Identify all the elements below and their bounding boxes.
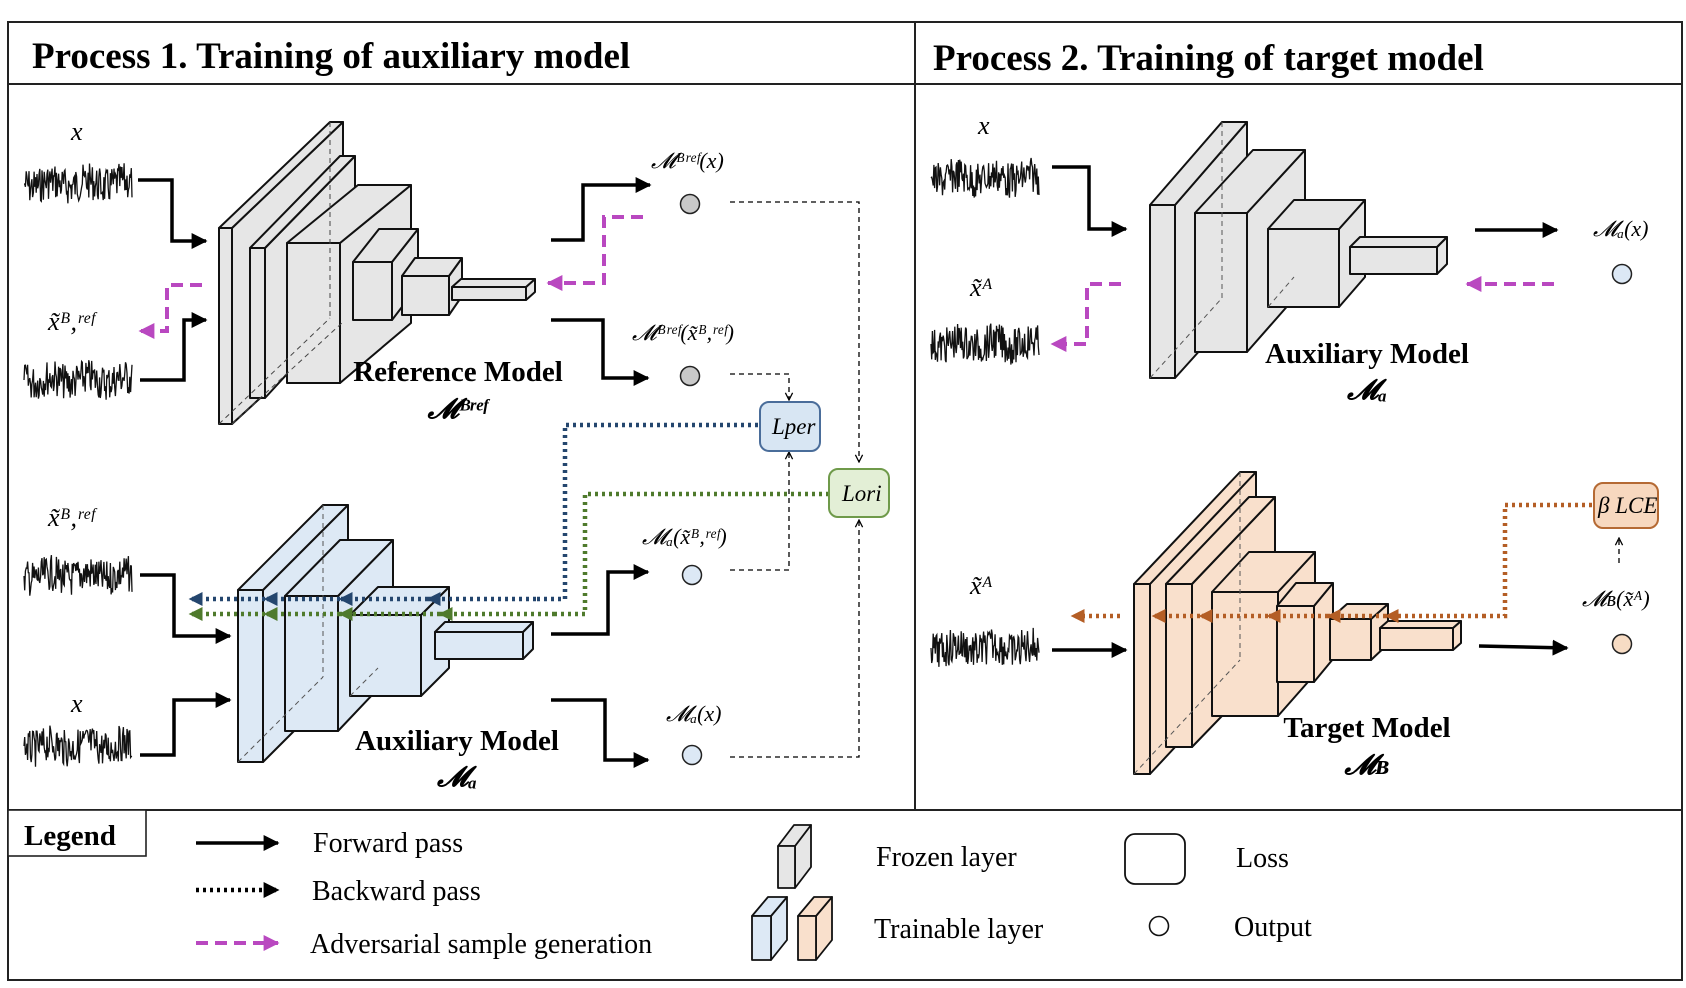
- gradient-arrows-lce: [1070, 502, 1592, 623]
- legend-trainable-blue-icon: [751, 896, 788, 961]
- label-ref-adv: 𝓜ᴮʳᵉᶠ(x̃ᴮ,ʳᵉᶠ): [632, 320, 734, 345]
- label-target-adv: 𝓜ʙ(x̃ᴬ): [1582, 586, 1650, 611]
- reference-model-name: Reference Model: [353, 356, 563, 388]
- legend-frozen-label: Frozen layer: [876, 842, 1017, 873]
- legend-forward-label: Forward pass: [313, 828, 463, 859]
- target-model-name: Target Model: [1283, 712, 1450, 744]
- label-xadv-p1-top: x̃ᴮ,ʳᵉᶠ: [47, 307, 98, 336]
- label-ref-clean: 𝓜ᴮʳᵉᶠ(x): [651, 148, 724, 173]
- label-x-p1-top: x: [70, 117, 83, 146]
- reference-model-symbol: 𝓜ᴮʳᵉᶠ: [427, 394, 492, 425]
- label-aux-clean: 𝓜ₐ(x): [666, 701, 722, 726]
- legend-backward-label: Backward pass: [312, 876, 481, 907]
- output-aux-clean: [681, 744, 703, 766]
- label-aux-adv: 𝓜ₐ(x̃ᴮ,ʳᵉᶠ): [642, 524, 727, 549]
- auxiliary-model-name-p2: Auxiliary Model: [1265, 338, 1469, 370]
- adversarial-arrows: [138, 215, 1554, 352]
- legend-loss-label: Loss: [1236, 843, 1289, 874]
- label-x-p2: x: [977, 111, 990, 140]
- output-aux-clean-p2: [1611, 263, 1633, 285]
- legend-title-box: [7, 809, 147, 857]
- target-model-symbol: 𝓜ʙ: [1343, 750, 1389, 781]
- legend-adversarial-label: Adversarial sample generation: [310, 929, 652, 960]
- legend-output-label: Output: [1234, 912, 1312, 943]
- signal-xadv-p2-bottom: [930, 627, 1040, 667]
- legend-trainable-orange-icon: [797, 896, 833, 961]
- signal-x-p1-bottom: [23, 725, 133, 767]
- loss-box-lper: [759, 401, 821, 452]
- gradient-arrows-lper: [188, 422, 758, 606]
- label-x-p1-bottom: x: [70, 689, 83, 718]
- label-xadv-p2-bottom: x̃ᴬ: [969, 571, 993, 600]
- legend-title: Legend: [24, 820, 116, 852]
- auxiliary-model-layers-p1: [237, 504, 534, 763]
- loss-label-lce: β LCE: [1597, 493, 1657, 518]
- label-aux-clean-p2: 𝓜ₐ(x): [1593, 216, 1649, 241]
- label-xadv-p1-bottom: x̃ᴮ,ʳᵉᶠ: [47, 503, 98, 532]
- auxiliary-model-name-p1: Auxiliary Model: [355, 725, 559, 757]
- legend-frame: [7, 809, 1683, 981]
- input-signals: [23, 157, 1040, 767]
- loss-connectors: [730, 201, 1619, 758]
- signal-xadv-p1-bottom: [23, 555, 133, 596]
- output-ref-clean: [679, 193, 701, 215]
- target-model-hidden-edges: [1133, 472, 1241, 775]
- auxiliary-model-symbol-p1: 𝓜ₐ: [436, 762, 477, 793]
- loss-box-lori: [828, 468, 890, 518]
- output-target-adv: [1611, 633, 1633, 655]
- loss-label-lori: Lori: [841, 481, 882, 506]
- loss-box-lce: [1593, 482, 1659, 529]
- reference-model-hidden-edges: [218, 122, 344, 425]
- forward-arrows: [138, 165, 1569, 768]
- signal-xadv-p1-top: [23, 359, 133, 400]
- label-xadv-p2-top: x̃ᴬ: [969, 273, 993, 302]
- signal-xadv-p2-top: [930, 323, 1040, 365]
- output-aux-adv: [681, 564, 703, 586]
- auxiliary-model-layers-p2: [1149, 121, 1448, 379]
- reference-model-layers: [218, 121, 536, 425]
- auxiliary-model-symbol-p2: 𝓜ₐ: [1346, 375, 1387, 406]
- signal-x-p2: [930, 157, 1040, 198]
- signal-x-p1-top: [24, 163, 133, 204]
- legend-frozen-icon: [777, 824, 812, 889]
- process1-title: Process 1. Training of auxiliary model: [32, 36, 630, 77]
- legend-loss-icon: [1124, 833, 1186, 885]
- output-ref-adv: [679, 365, 701, 387]
- process2-title: Process 2. Training of target model: [933, 38, 1484, 79]
- legend-output-icon: [1148, 915, 1170, 937]
- legend-trainable-label: Trainable layer: [874, 914, 1044, 945]
- auxiliary-model-hidden-edges-p1: [237, 505, 379, 763]
- gradient-arrows-lori: [188, 491, 829, 621]
- auxiliary-model-hidden-edges-p2: [1149, 122, 1295, 379]
- loss-label-lper: Lper: [771, 414, 817, 439]
